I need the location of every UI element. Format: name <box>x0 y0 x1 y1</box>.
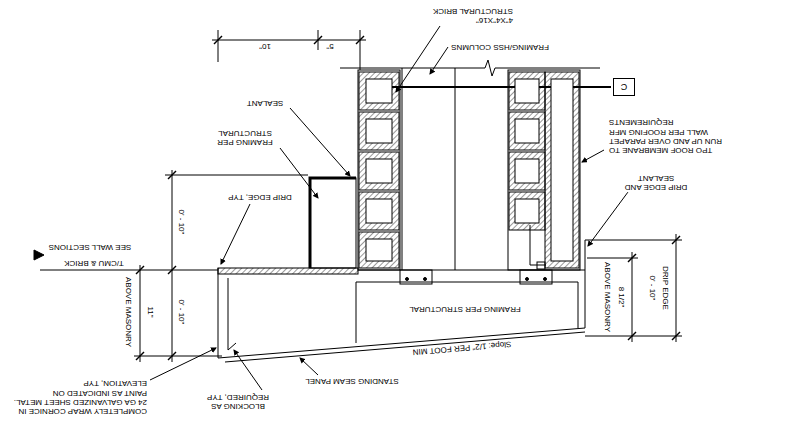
drawing-label: STANDING SEAM PANEL <box>304 376 400 385</box>
dimension-line <box>34 170 308 362</box>
drawing-label: BLOCKING AS REQUIRED, TYP <box>201 393 275 411</box>
drawing-label: 8 1/2" <box>616 286 625 309</box>
drawing-label: FRAMING PER STRUCTURAL <box>211 129 279 147</box>
drawing-label: COMPLETELY WRAP CORNICE IN 24 GA GALVANI… <box>8 380 148 417</box>
hss-column <box>402 68 455 270</box>
drawing-label: DRIP EDGE AND SEALANT <box>619 174 693 192</box>
section-tag: C <box>613 78 635 96</box>
drawing-label: 10" <box>258 41 272 50</box>
cornice <box>218 240 585 362</box>
drawing-label: ABOVE MASONRY <box>602 261 611 333</box>
drawing-label: ABOVE MASONRY <box>123 276 132 348</box>
drawing-label: DRIP EDGE, TYP <box>227 192 293 201</box>
dimension-line <box>585 234 682 342</box>
leader-line <box>150 26 628 390</box>
drawing-label: 0' - 10" <box>176 299 185 326</box>
framing-box <box>218 178 358 274</box>
dimension-line <box>212 30 366 70</box>
section-tag-text: C <box>621 82 628 92</box>
drawing-label: TPO ROOF MEMBRANE TO RUN UP AND OVER PAR… <box>608 119 728 156</box>
drawing-label: 11" <box>145 305 154 318</box>
drawing-label: FRAMING PER STRUCTURAL <box>408 304 522 313</box>
brick-column <box>358 70 400 270</box>
drawing-label: 4"X4"X16" STRUCTURAL BRICK <box>426 7 514 25</box>
drawing-label: DRIP EDGE <box>660 265 669 311</box>
drawing-label: SEALANT <box>246 98 284 107</box>
drawing-label: 5" <box>325 41 334 50</box>
brick-column <box>508 70 580 270</box>
drawing-label: T/CMU & BRICK <box>63 258 125 267</box>
drawing-label: FRAMING/HSS COLUMNS <box>450 42 550 51</box>
drawing-label: 0' - 10" <box>176 209 185 236</box>
drawing-label: 0' - 10" <box>647 275 656 302</box>
drawing-label: SEE WALL SECTIONS <box>48 242 133 251</box>
